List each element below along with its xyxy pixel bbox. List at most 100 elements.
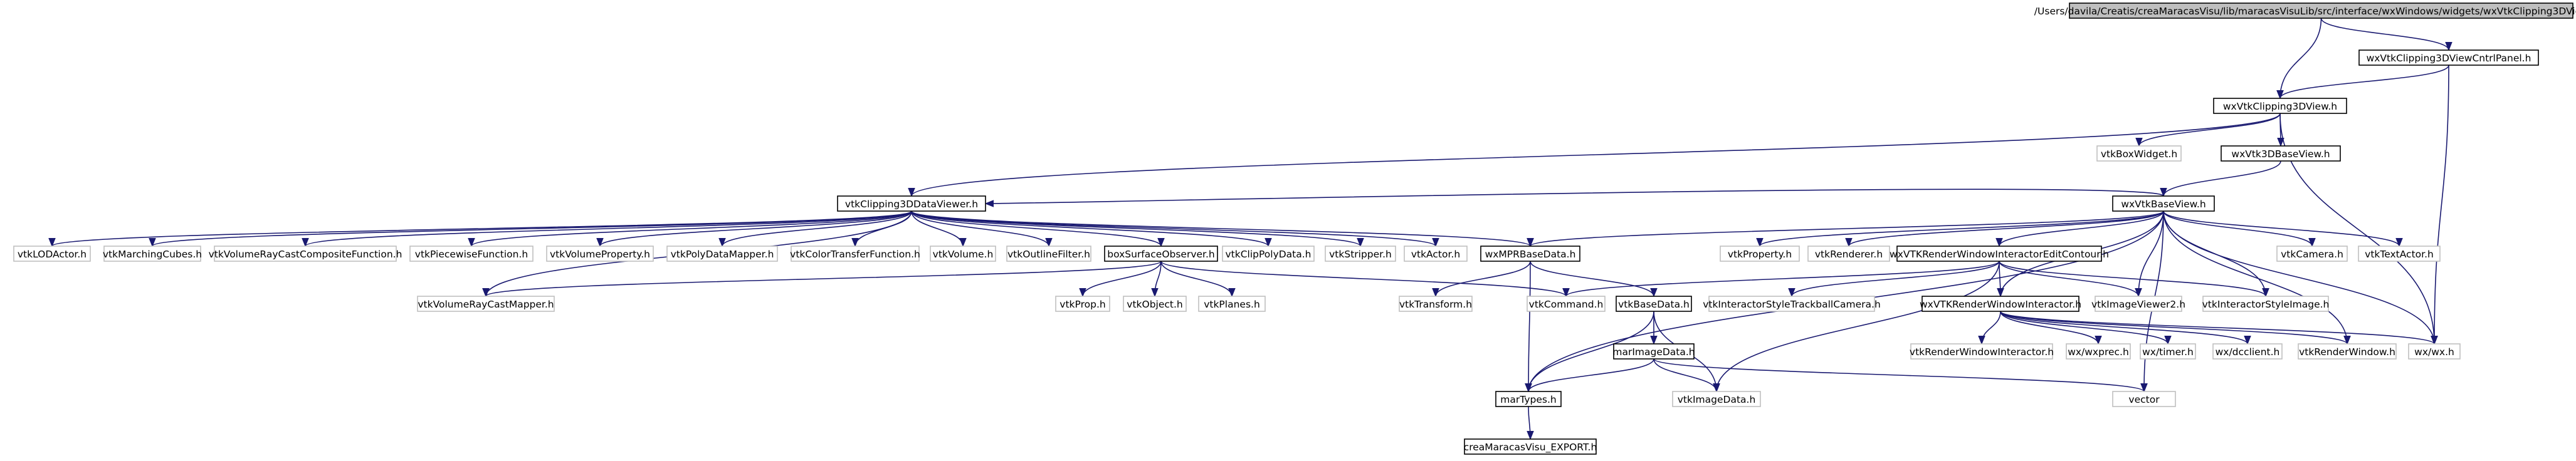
node-stripper-box: [1325, 246, 1396, 262]
node-lodactor-label: vtkLODActor.h: [18, 249, 87, 260]
edge-rwiedit-to-trackball: [1788, 261, 2000, 298]
node-clipview-label: wxVtkClipping3DView.h: [2223, 101, 2337, 112]
node-volprop-label: vtkVolumeProperty.h: [550, 249, 650, 260]
edge-basevw-to-mprbase: [1527, 210, 2164, 247]
node-view3d-box[interactable]: [2221, 145, 2341, 162]
node-property-label: vtkProperty.h: [1728, 249, 1792, 260]
node-rwiedit[interactable]: wxVTKRenderWindowInteractorEditContour.h: [1890, 246, 2109, 262]
node-renderer-box: [1807, 246, 1890, 262]
node-polymapper-label: vtkPolyDataMapper.h: [671, 249, 774, 260]
node-transform: vtkTransform.h: [1399, 296, 1473, 312]
node-prop: vtkProp.h: [1055, 296, 1110, 312]
edge-basevw-to-imgviewer2: [2135, 210, 2164, 298]
node-marching-label: vtkMarchingCubes.h: [103, 249, 202, 260]
node-stripper-label: vtkStripper.h: [1329, 249, 1392, 260]
node-dcclient-box: [2212, 343, 2283, 360]
node-wxprec: wx/wxprec.h: [2066, 343, 2131, 360]
node-trackball-label: vtkInteractorStyleTrackballCamera.h: [1703, 299, 1881, 310]
node-rwi[interactable]: wxVTKRenderWindowInteractor.h: [1920, 296, 2081, 312]
node-textactor-box: [2358, 246, 2441, 262]
node-ctrlpanel-box[interactable]: [2358, 49, 2539, 66]
edge-clipviewer-to-volume: [911, 210, 967, 247]
node-export[interactable]: creaMaracasVisu_EXPORT.h: [1464, 438, 1597, 455]
node-prop-label: vtkProp.h: [1059, 299, 1105, 310]
node-lodactor-box: [13, 246, 91, 262]
node-boxwidget-label: vtkBoxWidget.h: [2101, 148, 2177, 160]
node-mprbase[interactable]: wxMPRBaseData.h: [1480, 246, 1580, 262]
node-basevw[interactable]: wxVtkBaseView.h: [2112, 195, 2215, 212]
node-clipviewer[interactable]: vtkClipping3DDataViewer.h: [837, 195, 986, 212]
edge-basevw-to-wxh: [2163, 210, 2438, 345]
node-rwiedit-box[interactable]: [1896, 246, 2102, 262]
node-command-label: vtkCommand.h: [1529, 299, 1604, 310]
node-marimage[interactable]: marImageData.h: [1612, 343, 1695, 360]
node-clippoly-label: vtkClipPolyData.h: [1225, 249, 1311, 260]
node-command-box: [1527, 296, 1606, 312]
node-basedata-box[interactable]: [1616, 296, 1692, 312]
node-actor-label: vtkActor.h: [1411, 249, 1460, 260]
node-actor-box: [1404, 246, 1468, 262]
node-basevw-box[interactable]: [2112, 195, 2215, 212]
node-imgviewer2-label: vtkImageViewer2.h: [2091, 299, 2185, 310]
edge-boxobs-to-prop: [1079, 261, 1162, 298]
edge-ctrlpanel-to-clipview: [2276, 65, 2449, 100]
node-planes: vtkPlanes.h: [1198, 296, 1266, 312]
node-martypes-box[interactable]: [1495, 391, 1562, 407]
node-vtkrwi-box: [1910, 343, 2053, 360]
node-mprbase-label: wxMPRBaseData.h: [1485, 249, 1576, 260]
node-property: vtkProperty.h: [1720, 246, 1800, 262]
node-vtkrwi: vtkRenderWindowInteractor.h: [1910, 343, 2054, 360]
node-view3d[interactable]: wxVtk3DBaseView.h: [2221, 145, 2341, 162]
edge-basevw-to-renderwin: [2163, 210, 2351, 345]
node-colortf: vtkColorTransferFunction.h: [790, 246, 920, 262]
node-lodactor: vtkLODActor.h: [13, 246, 91, 262]
node-renderwin: vtkRenderWindow.h: [2298, 343, 2397, 360]
dependency-nodes: /Users/davila/Creatis/creaMaracasVisu/li…: [13, 3, 2576, 455]
node-colortf-box: [791, 246, 920, 262]
node-transform-box: [1399, 296, 1473, 312]
dependency-edges: [48, 18, 2452, 440]
node-mprbase-box[interactable]: [1480, 246, 1580, 262]
node-ctrlpanel[interactable]: wxVtkClipping3DViewCntrlPanel.h: [2358, 49, 2539, 66]
node-basevw-label: wxVtkBaseView.h: [2121, 199, 2205, 210]
node-wxh: wx/wx.h: [2408, 343, 2461, 360]
node-raymapper-box: [417, 296, 555, 312]
edge-marimage-to-imagedata: [1653, 358, 1720, 393]
edge-basevw-to-rwiedit: [1995, 210, 2164, 247]
node-prop-box: [1055, 296, 1110, 312]
node-root: /Users/davila/Creatis/creaMaracasVisu/li…: [2034, 3, 2576, 19]
edge-rwiedit-to-command: [1562, 261, 2000, 298]
node-imgviewer2: vtkImageViewer2.h: [2091, 296, 2185, 312]
node-boxwidget: vtkBoxWidget.h: [2096, 145, 2182, 162]
edge-clipviewer-to-mprbase: [911, 210, 1534, 247]
edge-martypes-to-export: [1527, 406, 1534, 440]
node-textactor-label: vtkTextActor.h: [2365, 249, 2434, 260]
edge-root-to-clipview: [2276, 18, 2322, 100]
node-styleimage: vtkInteractorStyleImage.h: [2202, 296, 2329, 312]
node-piecewise-box: [409, 246, 534, 262]
node-outline-label: vtkOutlineFilter.h: [1007, 249, 1090, 260]
node-clippoly: vtkClipPolyData.h: [1222, 246, 1315, 262]
node-martypes-label: marTypes.h: [1500, 394, 1556, 405]
edge-rwi-to-vtkrwi: [1978, 311, 2001, 345]
node-boxobs[interactable]: boxSurfaceObserver.h: [1104, 246, 1218, 262]
node-marimage-box[interactable]: [1613, 343, 1695, 360]
node-dcclient: wx/dcclient.h: [2212, 343, 2283, 360]
edge-basedata-to-martypes: [1525, 311, 1654, 393]
node-basedata[interactable]: vtkBaseData.h: [1616, 296, 1692, 312]
node-clipview[interactable]: wxVtkClipping3DView.h: [2213, 98, 2347, 114]
node-clipview-box[interactable]: [2213, 98, 2347, 114]
node-boxobs-box[interactable]: [1104, 246, 1218, 262]
node-clippoly-box: [1222, 246, 1315, 262]
node-polymapper-box: [666, 246, 778, 262]
edge-mprbase-to-martypes: [1525, 261, 1532, 393]
node-renderer: vtkRenderer.h: [1807, 246, 1890, 262]
node-clipviewer-label: vtkClipping3DDataViewer.h: [845, 199, 978, 210]
edge-rwiedit-to-imagedata: [1713, 261, 2000, 393]
node-clipviewer-box[interactable]: [837, 195, 986, 212]
node-rwi-box[interactable]: [1921, 296, 2079, 312]
node-martypes[interactable]: marTypes.h: [1495, 391, 1562, 407]
node-volume: vtkVolume.h: [930, 246, 996, 262]
node-export-box[interactable]: [1464, 438, 1597, 455]
